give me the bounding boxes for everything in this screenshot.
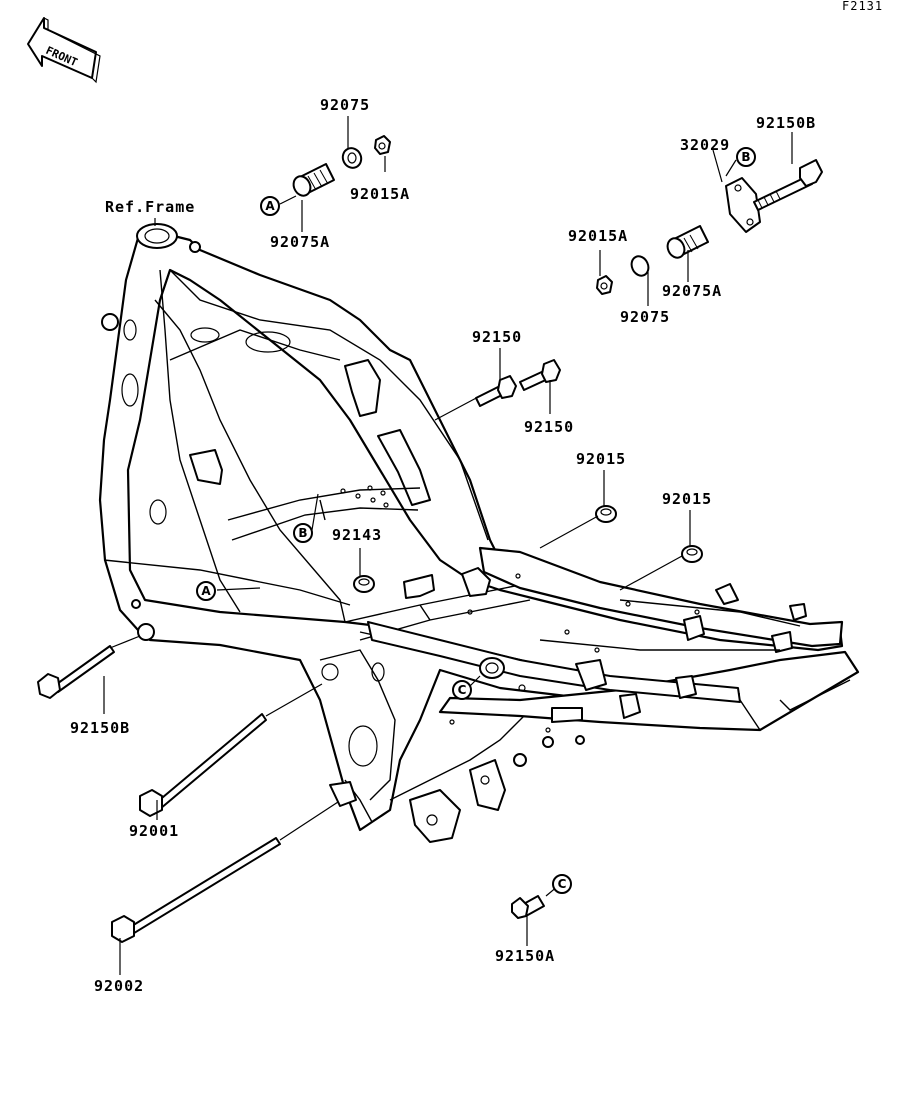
part-label-32029: 32029 (680, 136, 730, 154)
collar-92075A-top (292, 163, 335, 197)
leader-lines (103, 116, 793, 975)
part-label-92015A-right: 92015A (568, 227, 628, 245)
washer-92075-right (630, 255, 650, 277)
part-label-92150B-top: 92150B (756, 114, 816, 132)
callout-a-frame: A (196, 581, 216, 601)
part-label-92075A-top: 92075A (270, 233, 330, 251)
part-label-92015A-top: 92015A (350, 185, 410, 203)
front-arrow-icon: FRONT (27, 17, 101, 84)
part-label-92143: 92143 (332, 526, 382, 544)
part-label-92150B-left: 92150B (70, 719, 130, 737)
bolt-92002 (111, 837, 281, 943)
ref-frame-label: Ref.Frame (105, 198, 195, 216)
spacer-92143 (353, 575, 375, 593)
part-label-92015-a: 92015 (576, 450, 626, 468)
bolt-92001 (139, 713, 267, 817)
callout-c-frame: C (452, 680, 472, 700)
washer-92075-top (341, 147, 363, 169)
part-label-92002: 92002 (94, 977, 144, 995)
nut-92015A-right (596, 275, 613, 295)
callout-b-right: B (736, 147, 756, 167)
bracket-32029 (725, 177, 761, 233)
callout-b-frame: B (293, 523, 313, 543)
part-label-92015-b: 92015 (662, 490, 712, 508)
part-label-92075A-right: 92075A (662, 282, 722, 300)
svg-text:A: A (201, 584, 211, 598)
part-label-92150-b: 92150 (524, 418, 574, 436)
part-label-92150A: 92150A (495, 947, 555, 965)
collar-92075A-right (666, 225, 709, 259)
motorcycle-frame (98, 223, 860, 843)
svg-text:B: B (298, 526, 307, 540)
svg-text:C: C (458, 683, 467, 697)
part-label-92075-right: 92075 (620, 308, 670, 326)
bolt-92150B-top (753, 159, 823, 211)
svg-text:A: A (265, 199, 275, 213)
bolt-92150-b (519, 359, 561, 391)
part-label-92075-top: 92075 (320, 96, 370, 114)
bolt-92150B-left (37, 645, 115, 699)
callout-a-top: A (260, 196, 280, 216)
bolt-92150A (511, 895, 545, 919)
spacer-92015-b (681, 545, 703, 563)
spacer-92015-a (595, 505, 617, 523)
nut-92015A-top (374, 135, 391, 155)
part-label-92150-a: 92150 (472, 328, 522, 346)
bolt-92150-a (475, 375, 517, 407)
svg-text:B: B (741, 150, 750, 164)
svg-text:C: C (558, 877, 567, 891)
part-label-92001: 92001 (129, 822, 179, 840)
callout-c-bottom: C (552, 874, 572, 894)
figure-code: F2131 (842, 0, 883, 13)
